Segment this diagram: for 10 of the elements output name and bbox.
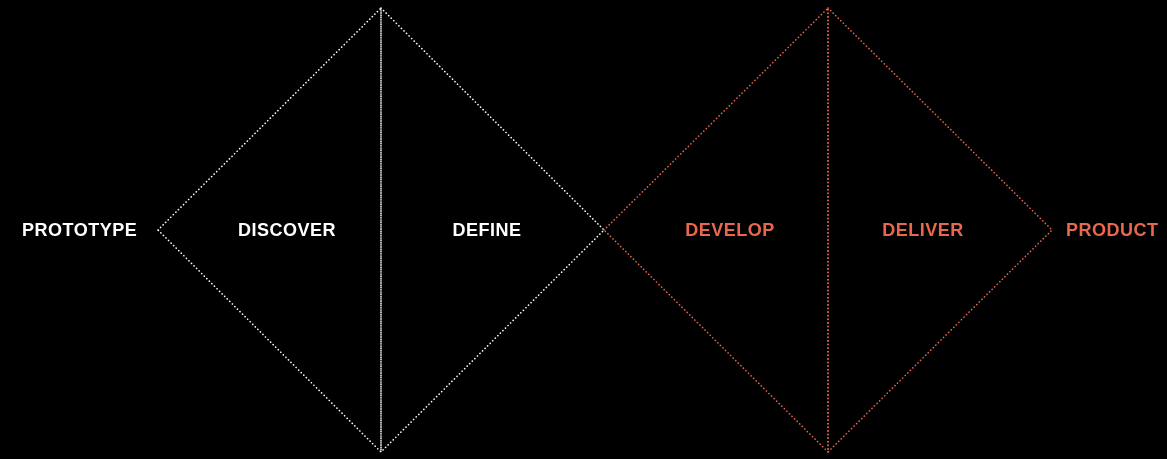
stage-label: DEVELOP — [685, 219, 775, 241]
stage-label: DISCOVER — [238, 219, 336, 241]
diamond-half — [828, 8, 1052, 452]
start-label: PROTOTYPE — [22, 219, 138, 241]
diamond-half — [158, 8, 381, 452]
stage-label: DEFINE — [452, 219, 522, 241]
diamond-half — [604, 8, 828, 452]
end-label: PRODUCT — [1066, 219, 1159, 241]
diamond-half — [381, 8, 604, 452]
stage-label: DELIVER — [882, 219, 964, 241]
